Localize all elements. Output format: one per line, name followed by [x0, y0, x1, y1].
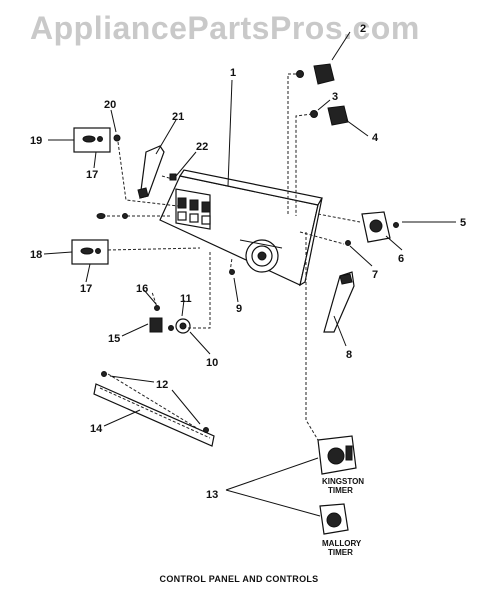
part-13-mallory-timer — [319, 503, 349, 535]
kingston-timer-label-1: KINGSTON — [322, 477, 364, 486]
callout-11: 11 — [180, 293, 192, 305]
callout-1: 1 — [230, 67, 236, 79]
part-13-kingston-timer — [317, 435, 357, 475]
part-7-screw — [345, 240, 351, 246]
callout-15: 15 — [108, 333, 120, 345]
part-20-screw — [113, 134, 121, 142]
callout-7: 7 — [372, 269, 378, 281]
callout-3: 3 — [332, 91, 338, 103]
callout-17-upper: 17 — [86, 169, 98, 181]
callout-16: 16 — [136, 283, 148, 295]
mallory-timer-label-2: TIMER — [328, 548, 353, 557]
callout-20: 20 — [104, 99, 116, 111]
part-19-nameplate — [73, 127, 111, 153]
callout-10: 10 — [206, 357, 218, 369]
callout-13: 13 — [206, 489, 218, 501]
callout-4: 4 — [372, 132, 379, 144]
callout-19: 19 — [30, 135, 42, 147]
part-2-switch — [296, 63, 335, 85]
mallory-timer-label-1: MALLORY — [322, 539, 362, 548]
part-4-switch — [327, 105, 349, 126]
callout-5: 5 — [460, 217, 466, 229]
callout-18: 18 — [30, 249, 42, 261]
part-15-switch — [149, 305, 163, 333]
part-8-end-cap — [323, 271, 355, 333]
part-21-end-cap — [137, 145, 165, 199]
part-14-strip — [93, 371, 215, 447]
kingston-timer-label-2: TIMER — [328, 486, 353, 495]
part-6-switch — [361, 211, 399, 243]
part-22-clip — [169, 173, 177, 181]
callout-22: 22 — [196, 141, 208, 153]
callout-9: 9 — [236, 303, 242, 315]
callout-8: 8 — [346, 349, 352, 361]
part-10-knob — [168, 318, 191, 334]
callout-6: 6 — [398, 253, 404, 265]
part-9-screw — [229, 269, 235, 275]
watermark: AppliancePartsPros.com — [30, 10, 420, 46]
part-18-nameplate — [71, 239, 109, 265]
control-panel — [159, 169, 323, 287]
callout-2: 2 — [360, 23, 366, 35]
callout-14: 14 — [90, 423, 103, 435]
callout-12: 12 — [156, 379, 168, 391]
callout-17-lower: 17 — [80, 283, 92, 295]
diagram-title: CONTROL PANEL AND CONTROLS — [159, 574, 319, 584]
callout-21: 21 — [172, 111, 184, 123]
